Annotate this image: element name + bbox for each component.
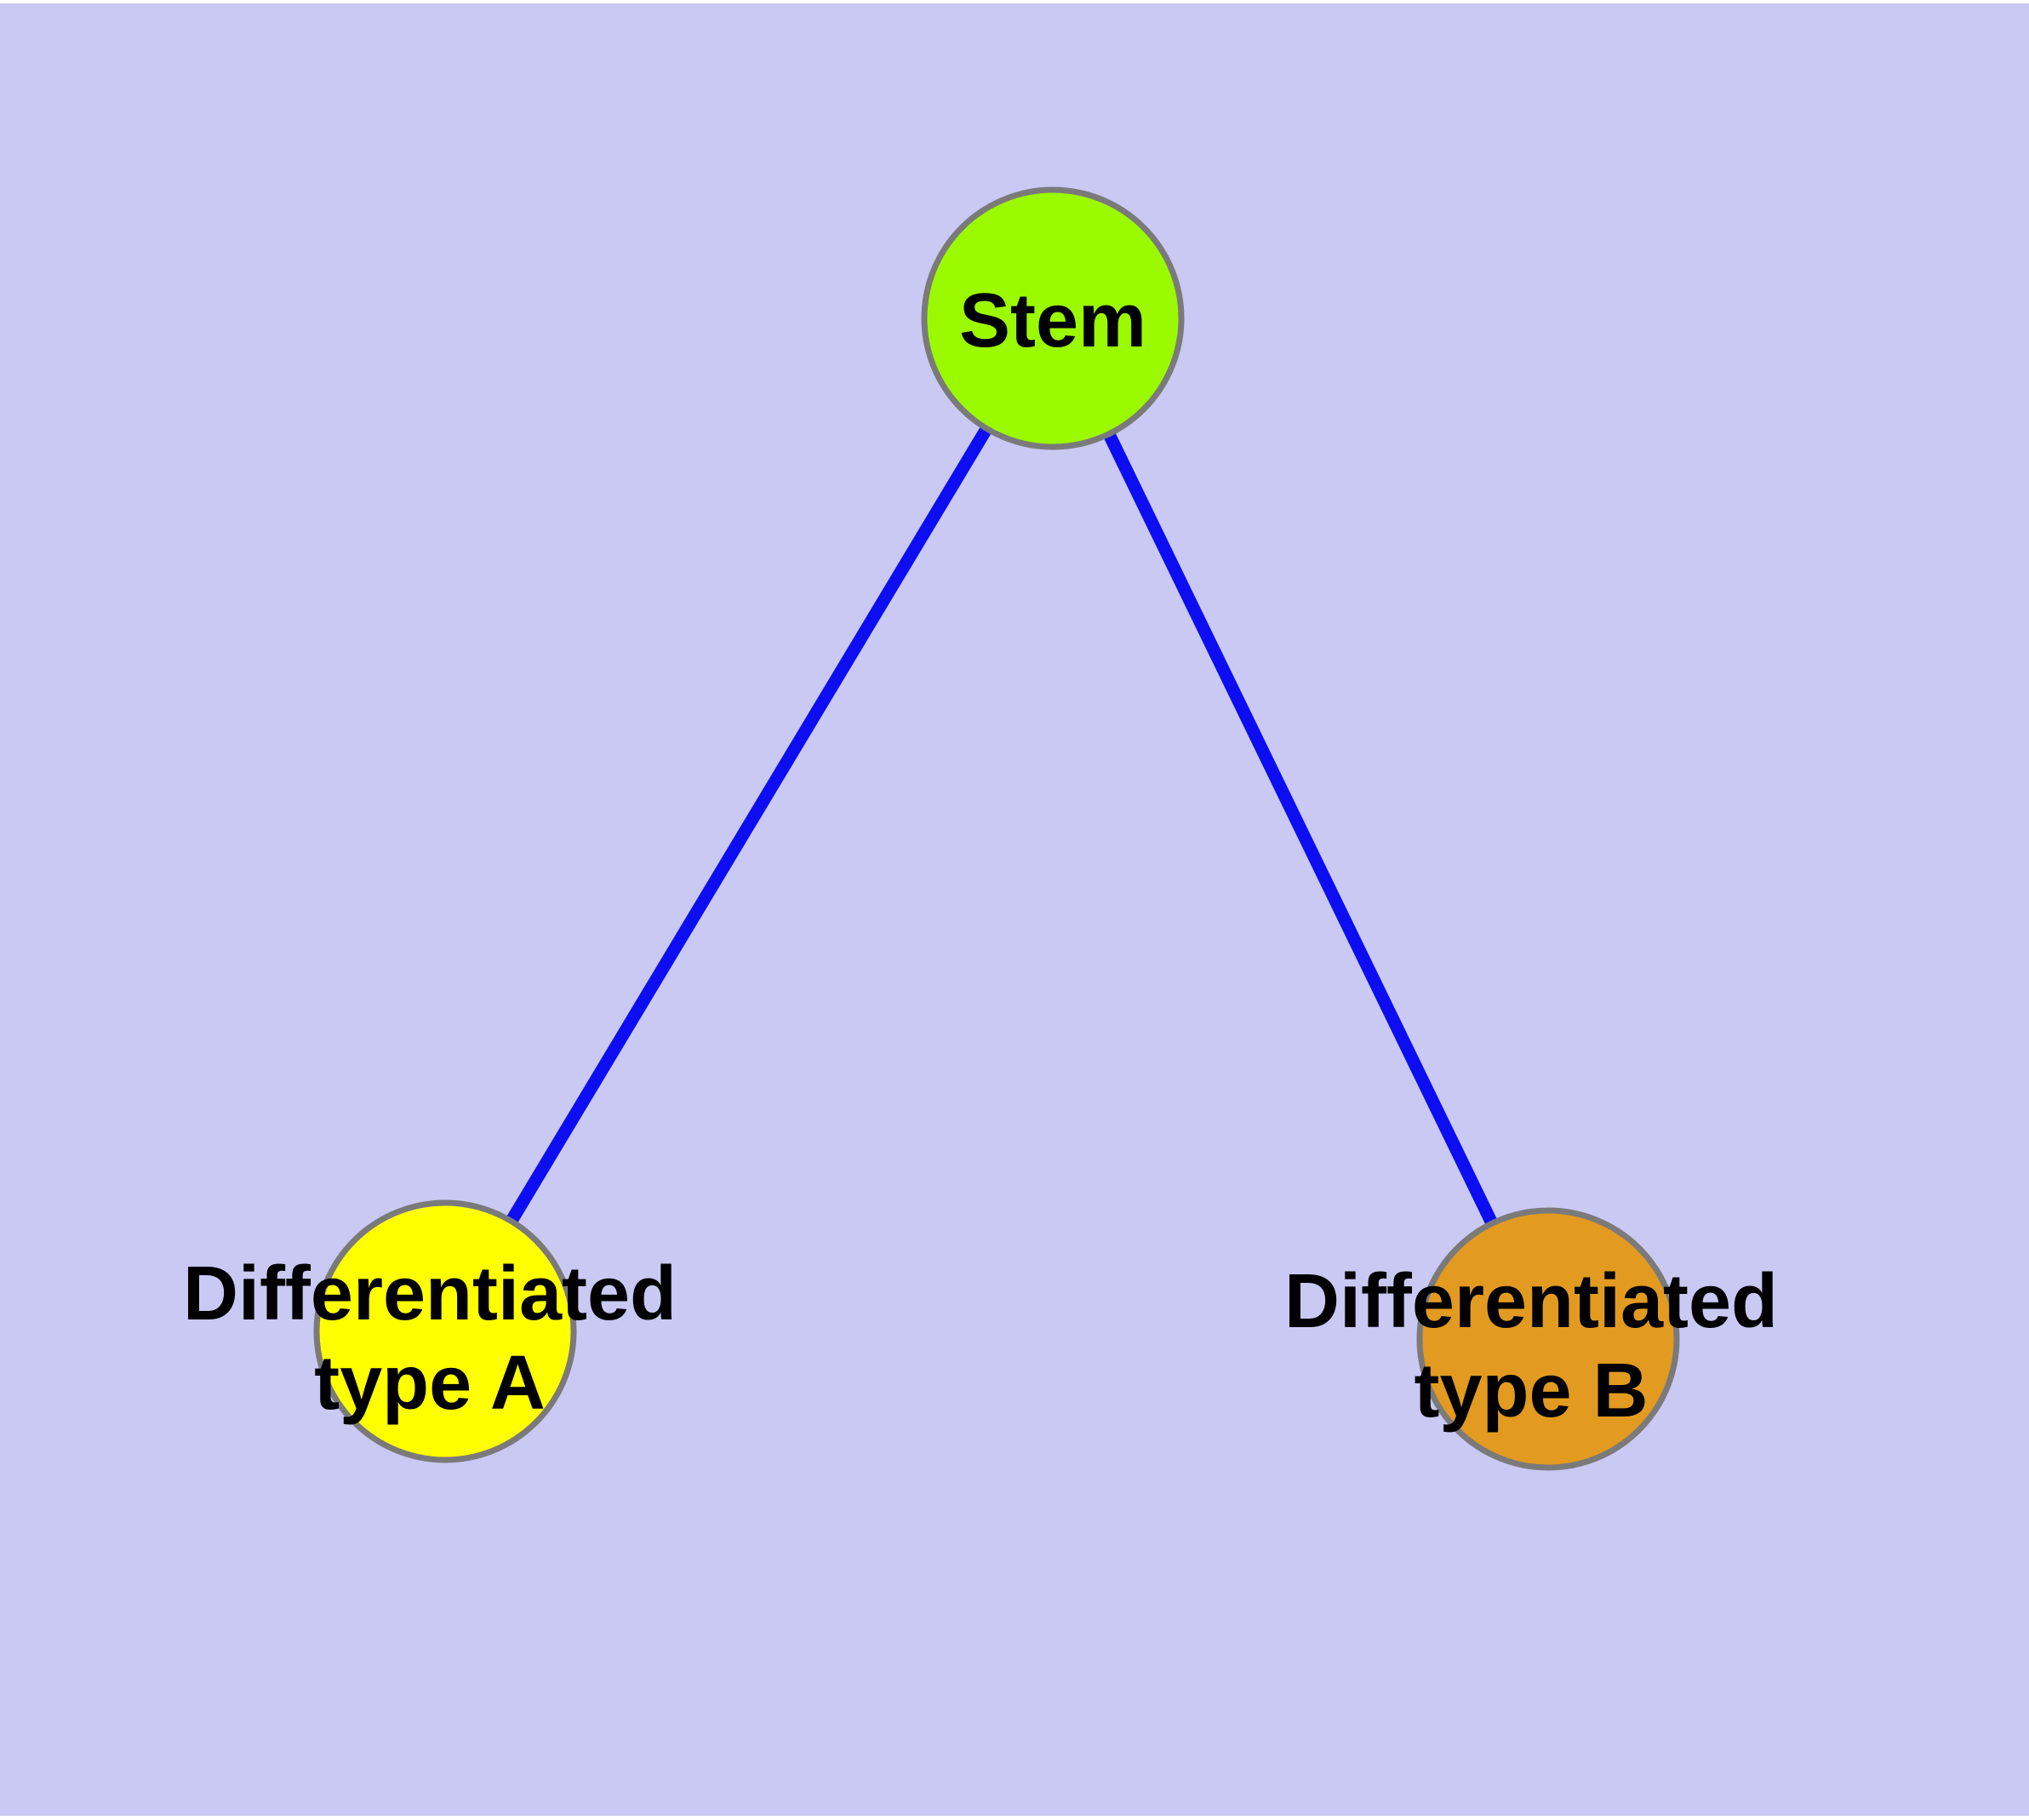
type-b-node-label-line2: type B (1414, 1348, 1648, 1434)
type-a-node-label-line2: type A (314, 1341, 546, 1426)
type-b-node-circle (1416, 1207, 1680, 1471)
stem-node-circle (921, 186, 1185, 450)
type-a-node-label-line1: Differentiated (183, 1251, 677, 1336)
edge-stem-to-type-b (1047, 315, 1554, 1342)
type-a-node-circle (313, 1199, 577, 1463)
stem-node-label: Stem (959, 278, 1146, 363)
type-b-node-label-line1: Differentiated (1284, 1259, 1778, 1344)
edge-stem-to-type-a (439, 315, 1059, 1335)
